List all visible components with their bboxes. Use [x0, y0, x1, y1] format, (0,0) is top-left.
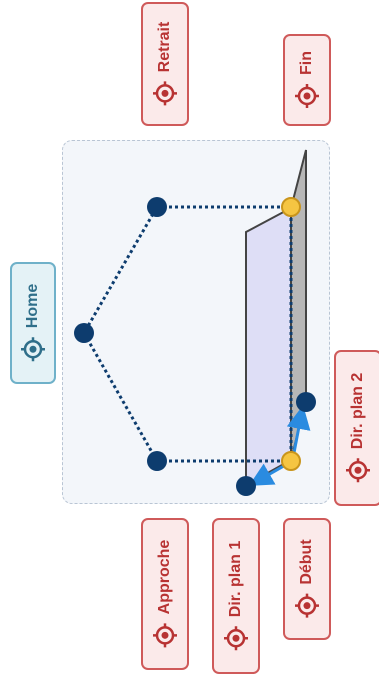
target-icon: [346, 458, 370, 483]
fin-label: Fin: [298, 51, 315, 75]
waypoint-fin[interactable]: [281, 197, 301, 217]
home-button[interactable]: Home: [10, 262, 56, 384]
approche-button[interactable]: Approche: [141, 518, 189, 670]
retrait-button[interactable]: Retrait: [141, 2, 189, 126]
target-icon: [21, 337, 45, 362]
target-icon: [153, 81, 177, 106]
waypoint-dir-plan-2[interactable]: [296, 392, 316, 412]
direction-arrow-plan-2: [286, 405, 311, 459]
waypoint-debut[interactable]: [281, 451, 301, 471]
target-icon: [295, 84, 319, 108]
dir-plan-2-label: Dir. plan 2: [349, 372, 366, 450]
waypoint-approche[interactable]: [147, 451, 167, 471]
debut-button[interactable]: Début: [283, 518, 331, 640]
fin-button[interactable]: Fin: [283, 34, 331, 126]
plane-2: [290, 149, 307, 461]
approche-label: Approche: [156, 539, 173, 615]
dir-plan-2-button[interactable]: Dir. plan 2: [334, 350, 379, 506]
target-icon: [224, 626, 248, 651]
target-icon: [153, 623, 177, 648]
waypoint-home[interactable]: [74, 323, 94, 343]
dir-plan-1-label: Dir. plan 1: [227, 540, 244, 618]
waypoint-retrait[interactable]: [147, 197, 167, 217]
plane-1: [245, 206, 292, 487]
debut-label: Début: [298, 539, 315, 585]
dir-plan-1-button[interactable]: Dir. plan 1: [212, 518, 260, 674]
waypoint-dir-plan-1[interactable]: [236, 476, 256, 496]
retrait-label: Retrait: [156, 21, 173, 73]
trajectory-path: [82, 206, 159, 462]
target-icon: [295, 593, 319, 618]
home-label: Home: [24, 283, 41, 329]
